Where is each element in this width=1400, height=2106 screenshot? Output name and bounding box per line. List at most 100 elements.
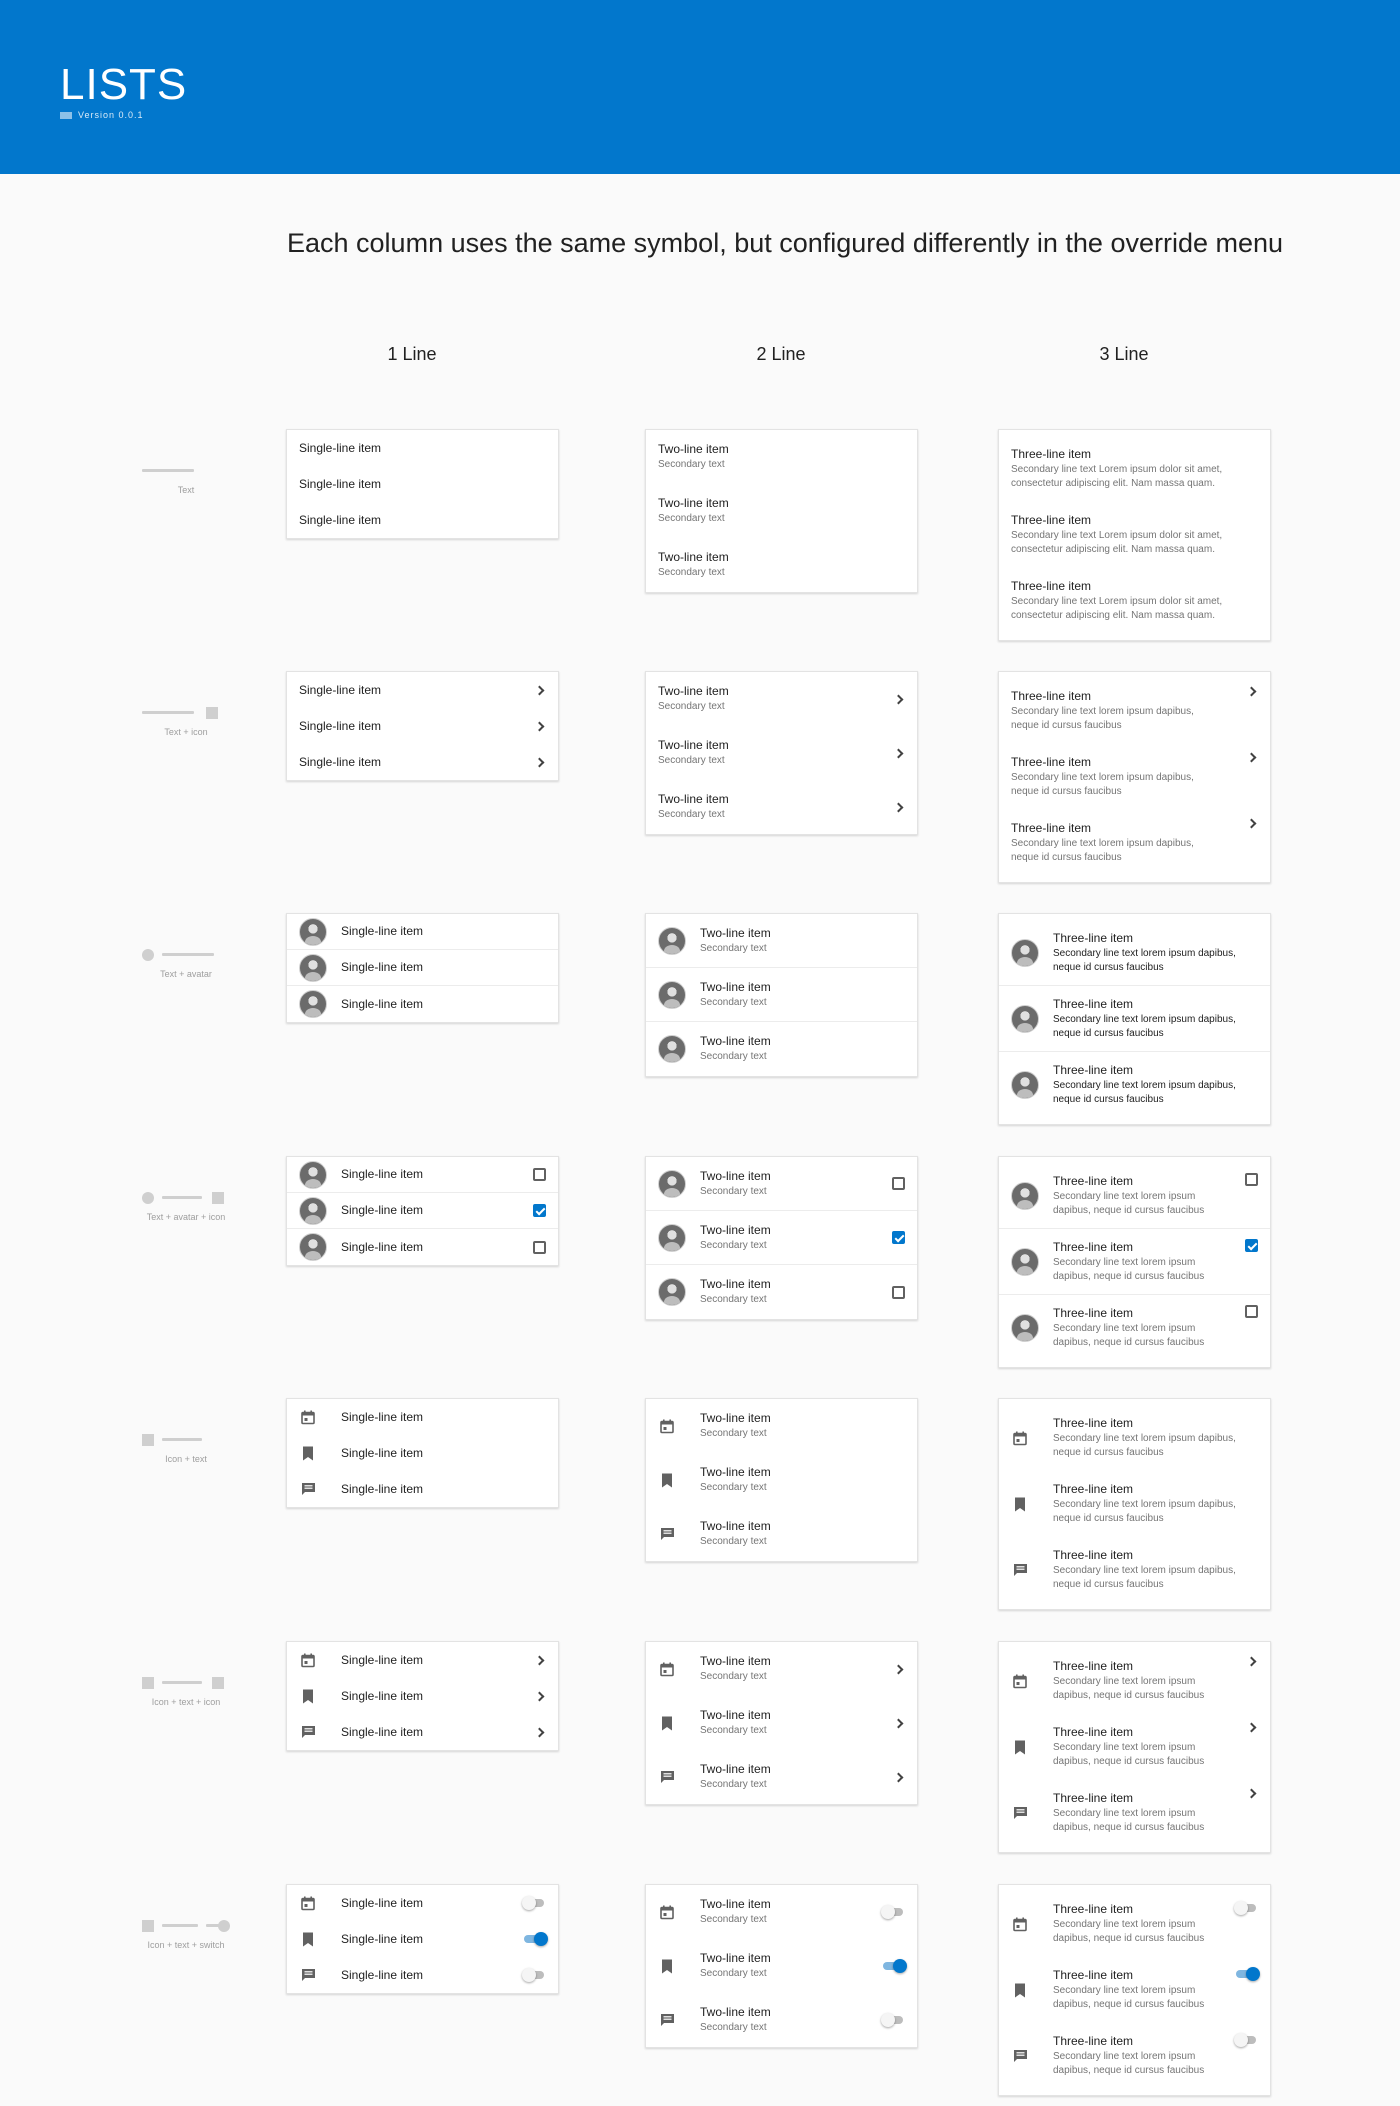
list-item[interactable]: Single-line item xyxy=(287,1714,558,1750)
list-item[interactable]: Single-line item xyxy=(287,1471,558,1507)
list-item[interactable]: Single-line item xyxy=(287,1642,558,1678)
chevron-right-icon[interactable] xyxy=(893,1772,904,1782)
chevron-right-icon[interactable] xyxy=(534,1691,545,1701)
list-item[interactable]: Single-line item xyxy=(287,1678,558,1714)
toggle-switch[interactable] xyxy=(881,2013,905,2027)
chevron-right-icon[interactable] xyxy=(893,748,904,758)
chevron-right-icon[interactable] xyxy=(1246,1788,1257,1799)
list-item[interactable]: Single-line item xyxy=(287,708,558,744)
list-item[interactable]: Single-line item xyxy=(287,986,558,1022)
toggle-switch[interactable] xyxy=(1234,2033,1258,2047)
toggle-switch[interactable] xyxy=(522,1896,546,1910)
toggle-switch[interactable] xyxy=(1234,1967,1260,1981)
list-item[interactable]: Single-line item xyxy=(287,1157,558,1193)
chevron-right-icon[interactable] xyxy=(893,694,904,704)
chevron-right-icon[interactable] xyxy=(534,721,545,731)
list-item[interactable]: Single-line item xyxy=(287,1229,558,1265)
checkbox[interactable] xyxy=(892,1177,905,1190)
chevron-right-icon[interactable] xyxy=(534,1655,545,1665)
checkbox[interactable] xyxy=(533,1168,546,1181)
chevron-right-icon[interactable] xyxy=(1246,1656,1257,1667)
list-item[interactable]: Single-line item xyxy=(287,744,558,780)
chevron-right-icon[interactable] xyxy=(893,1718,904,1728)
list-item[interactable]: Single-line item xyxy=(287,1921,558,1957)
checkbox[interactable] xyxy=(892,1231,905,1244)
chevron-right-icon[interactable] xyxy=(1246,752,1257,763)
checkbox[interactable] xyxy=(892,1285,905,1299)
list-item[interactable]: Single-line item xyxy=(287,1193,558,1229)
chevron-right-icon[interactable] xyxy=(893,802,904,812)
toggle-switch[interactable] xyxy=(522,1932,548,1946)
checkbox[interactable] xyxy=(533,1240,546,1254)
list-item[interactable]: Single-line item xyxy=(287,466,558,502)
list-item[interactable]: Single-line item xyxy=(287,672,558,708)
chevron-right-icon[interactable] xyxy=(1246,1722,1257,1733)
list-item[interactable]: Single-line item xyxy=(287,1957,558,1993)
list-item[interactable]: Single-line item xyxy=(287,1399,558,1435)
checkbox[interactable] xyxy=(1245,1305,1258,1318)
checkbox[interactable] xyxy=(1245,1173,1258,1186)
list-item[interactable]: Single-line item xyxy=(287,914,558,950)
toggle-switch[interactable] xyxy=(881,1959,907,1973)
toggle-switch[interactable] xyxy=(522,1968,546,1982)
toggle-switch[interactable] xyxy=(1234,1901,1258,1915)
list-item[interactable]: Single-line item xyxy=(287,1435,558,1471)
chevron-right-icon[interactable] xyxy=(534,757,545,767)
chevron-right-icon[interactable] xyxy=(534,685,545,695)
toggle-switch[interactable] xyxy=(881,1905,905,1919)
list-item[interactable]: Single-line item xyxy=(287,1885,558,1921)
list-item[interactable]: Single-line item xyxy=(287,950,558,986)
chevron-right-icon[interactable] xyxy=(1246,818,1257,829)
chevron-right-icon[interactable] xyxy=(534,1727,545,1737)
list-item[interactable]: Single-line item xyxy=(287,502,558,538)
list-item[interactable]: Single-line item xyxy=(287,430,558,466)
checkbox[interactable] xyxy=(1245,1239,1258,1252)
checkbox[interactable] xyxy=(533,1204,546,1217)
chevron-right-icon[interactable] xyxy=(893,1664,904,1674)
chevron-right-icon[interactable] xyxy=(1246,686,1257,697)
